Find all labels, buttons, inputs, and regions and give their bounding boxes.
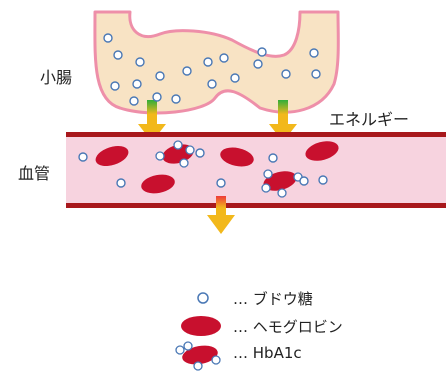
glucose-molecule: [319, 176, 327, 184]
glucose-molecule: [153, 93, 161, 101]
vessel-wall-bottom: [66, 203, 446, 208]
legend-hba1c-icon: [176, 342, 220, 370]
glucose-molecule: [117, 179, 125, 187]
glucose-molecule: [312, 70, 320, 78]
glucose-molecule: [156, 72, 164, 80]
legend-glucose-label: … ブドウ糖: [233, 288, 313, 309]
label-blood-vessel: 血管: [18, 160, 50, 184]
label-small-intestine: 小腸: [40, 64, 72, 88]
glucose-molecule: [204, 58, 212, 66]
glucose-molecule: [220, 54, 228, 62]
glucose-molecule: [258, 48, 266, 56]
glucose-molecule: [111, 82, 119, 90]
legend-hemoglobin-label: … ヘモグロビン: [233, 316, 343, 337]
legend-hemoglobin-icon: [181, 316, 221, 336]
glucose-molecule: [300, 177, 308, 185]
glucose-molecule: [172, 95, 180, 103]
glucose-molecule: [196, 149, 204, 157]
glucose-molecule: [114, 51, 122, 59]
glucose-molecule: [254, 60, 262, 68]
glucose-molecule: [217, 179, 225, 187]
glucose-molecule: [208, 80, 216, 88]
vessel-wall-top: [66, 132, 446, 137]
blood-vessel: [66, 136, 446, 206]
label-energy: エネルギー: [329, 106, 409, 130]
legend-hba1c-label: … HbA1c: [233, 344, 302, 362]
glucose-molecule: [104, 34, 112, 42]
glucose-molecule: [269, 154, 277, 162]
glucose-molecule: [79, 153, 87, 161]
glucose-molecule: [130, 97, 138, 105]
glucose-molecule: [310, 49, 318, 57]
glucose-molecule: [231, 74, 239, 82]
glucose-molecule: [136, 58, 144, 66]
legend-glucose-icon: [198, 293, 208, 303]
glucose-molecule: [133, 80, 141, 88]
glucose-molecule: [282, 70, 290, 78]
glucose-molecule: [183, 67, 191, 75]
